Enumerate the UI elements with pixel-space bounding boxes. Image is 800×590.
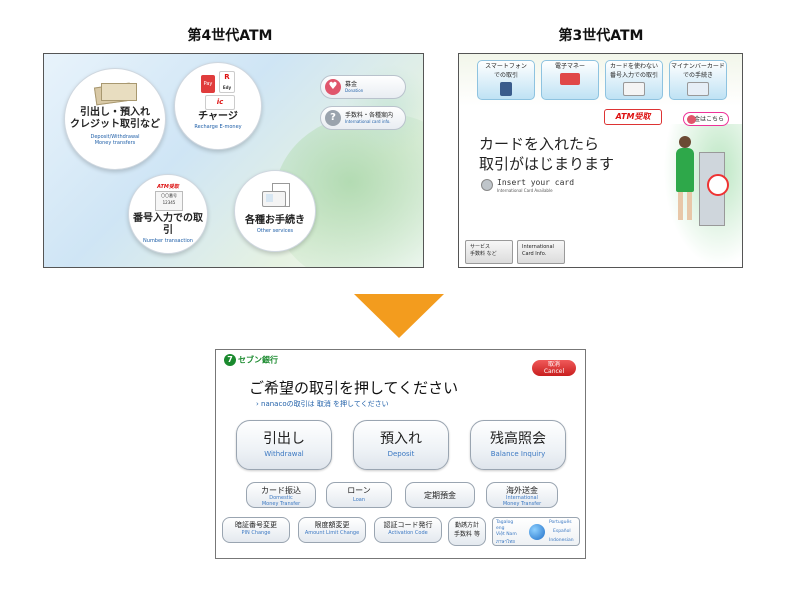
id-card-icon xyxy=(687,82,709,96)
withdraw-en-1: Deposit/Withdrawal xyxy=(90,134,140,140)
international-transfer-button[interactable]: 海外送金 International Money Transfer xyxy=(486,482,558,508)
caption-4th-gen: 第4世代ATM xyxy=(187,28,273,44)
heart-icon: ♥ xyxy=(325,79,341,95)
withdrawal-button[interactable]: 引出し Withdrawal xyxy=(236,420,332,470)
globe-icon xyxy=(529,524,545,540)
donation-label: 募金 xyxy=(345,81,358,88)
other-services-button[interactable]: 各種お手続き Other services xyxy=(234,170,316,252)
donation-en: Donation xyxy=(345,88,364,93)
other-en: Other services xyxy=(256,228,294,234)
atm-receive-button[interactable]: ATM受取 xyxy=(604,109,662,125)
number-label: 番号入力での取引 xyxy=(133,213,203,236)
balance-inquiry-button[interactable]: 残高照会 Balance Inquiry xyxy=(470,420,566,470)
question-icon: ? xyxy=(325,110,341,126)
gen3-atm-screen: スマートフォンでの取引 電子マネー カードを使わない番号入力での取引 マイナンバ… xyxy=(458,53,743,268)
transition-arrow-icon xyxy=(354,294,444,338)
deposit-button[interactable]: 預入れ Deposit xyxy=(353,420,449,470)
number-ticket-icon xyxy=(623,82,645,96)
cardless-number-button[interactable]: カードを使わない番号入力での取引 xyxy=(605,60,663,100)
insert-card-sub: International Card Available xyxy=(497,188,553,193)
charge-en: Recharge E-money xyxy=(194,124,242,130)
insert-card-en: Insert your card xyxy=(497,178,575,187)
charge-label: チャージ xyxy=(198,111,238,122)
smartphone-button[interactable]: スマートフォンでの取引 xyxy=(477,60,535,100)
time-deposit-button[interactable]: 定期預金 xyxy=(405,482,475,508)
withdraw-label-1: 引出し・預入れ xyxy=(80,107,150,118)
service-fees-button[interactable]: サービス手数料 など xyxy=(465,240,513,264)
donation-icon xyxy=(687,115,696,124)
withdraw-deposit-button[interactable]: 引出し・預入れ クレジット取引など Deposit/Withdrawal Mon… xyxy=(64,68,166,170)
fees-label: 手数料・各種案内 xyxy=(345,112,394,119)
fees-button[interactable]: 勤誘方計 手数料 等 xyxy=(448,517,486,546)
other-label: 各種お手続き xyxy=(245,215,305,226)
fees-info-button[interactable]: ? 手数料・各種案内 International card info. xyxy=(320,106,406,130)
card-slot-icon xyxy=(481,179,493,191)
donation-button[interactable]: ♥ 募金 Donation xyxy=(320,75,406,99)
banknote-icon xyxy=(93,81,137,106)
amount-limit-change-button[interactable]: 限度額変更 Amount Limit Change xyxy=(298,517,366,543)
mynumber-card-button[interactable]: マイナンバーカードでの手続き xyxy=(669,60,727,100)
pin-change-button[interactable]: 暗証番号変更 PIN Change xyxy=(222,517,290,543)
withdraw-label-2: クレジット取引など xyxy=(70,119,160,130)
activation-code-button[interactable]: 認証コード発行 Activation Code xyxy=(374,517,442,543)
fees-en: International card info. xyxy=(345,119,391,124)
number-en: Number transaction xyxy=(143,238,193,244)
emoney-button[interactable]: 電子マネー xyxy=(541,60,599,100)
donation-button[interactable]: 募金はこちら xyxy=(683,112,729,126)
withdraw-en-2: Money transfers xyxy=(94,140,136,146)
page-title: ご希望の取引を押してください xyxy=(249,379,459,397)
nanaco-hint: › nanacoの取引は 取消 を押してください xyxy=(256,400,389,408)
documents-icon xyxy=(258,183,292,209)
loan-button[interactable]: ローン Loan xyxy=(326,482,392,508)
language-select-button[interactable]: Tagalog eng Việt Nam ภาษาไทย Português E… xyxy=(492,517,580,546)
caption-3rd-gen: 第3世代ATM xyxy=(558,28,644,44)
gen4-atm-screen: 引出し・預入れ クレジット取引など Deposit/Withdrawal Mon… xyxy=(43,53,424,268)
smartphone-icon xyxy=(500,82,512,96)
insert-card-message: カードを入れたら 取引がはじまります xyxy=(479,135,615,173)
customer-illustration xyxy=(669,134,739,234)
emoney-card-icon xyxy=(560,73,580,85)
card-transfer-button[interactable]: カード振込 Domestic Money Transfer xyxy=(246,482,316,508)
